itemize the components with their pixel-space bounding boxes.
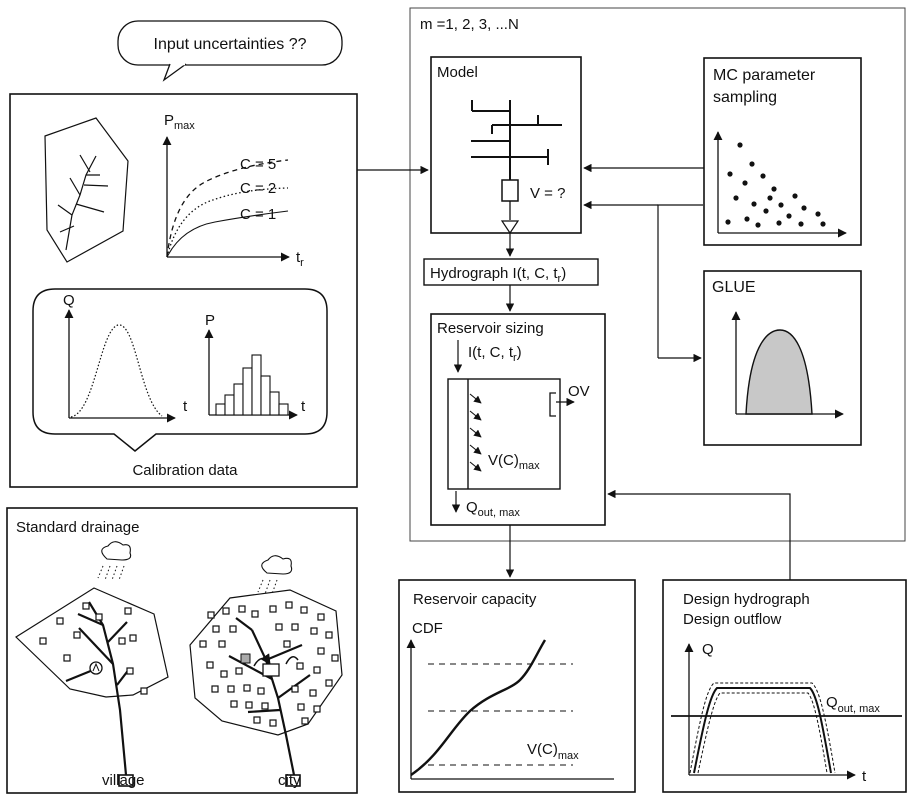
reservoir-tank bbox=[447, 378, 561, 490]
glue-distribution bbox=[745, 329, 813, 415]
callout-text: Input uncertainties ?? bbox=[154, 36, 307, 53]
village-catchment bbox=[15, 541, 169, 787]
idf-curve-c2 bbox=[166, 187, 289, 258]
calibration-balloon: Q t P t bbox=[32, 288, 328, 452]
reservoir-sizing-title: Reservoir sizing bbox=[437, 320, 544, 337]
model-title: Model bbox=[437, 64, 478, 81]
catchment-sketch bbox=[44, 117, 129, 263]
rain-cloud-icon bbox=[101, 541, 132, 561]
rain-cloud-icon-city bbox=[261, 555, 293, 575]
max-volume-label: V(C)max bbox=[488, 452, 540, 472]
spill-arrows bbox=[469, 393, 482, 472]
idf-label-c1: C = 1 bbox=[240, 206, 276, 223]
design-title-line1: Design hydrograph bbox=[683, 591, 810, 608]
design-t-axis-label: t bbox=[862, 768, 867, 785]
calibration-t2-label: t bbox=[301, 398, 306, 415]
mc-title-line2: sampling bbox=[713, 89, 777, 106]
model-outlet-triangle bbox=[500, 220, 520, 235]
calibration-p-label: P bbox=[205, 312, 215, 329]
city-catchment bbox=[189, 555, 343, 787]
idf-label-c5: C = 5 bbox=[240, 156, 276, 173]
iteration-label: m =1, 2, 3, ...N bbox=[420, 16, 519, 33]
sample-points bbox=[725, 142, 826, 228]
design-hydrograph-box: Design hydrograph Design outflow Q t Qou… bbox=[662, 579, 907, 793]
idf-chart: C = 5 C = 2 C = 1 Pmax tr bbox=[162, 112, 304, 269]
calibration-data-label: Calibration data bbox=[132, 462, 238, 479]
storage-unit-symbol bbox=[501, 179, 519, 202]
inflow-label: I(t, C, tr) bbox=[468, 344, 522, 364]
city-label: city bbox=[278, 772, 301, 789]
reservoir-sizing-box: Reservoir sizing I(t, C, tr) OV V(C)max … bbox=[430, 313, 606, 526]
standard-drainage-panel: Standard drainage vill bbox=[6, 507, 358, 794]
idf-curve-c5 bbox=[166, 159, 289, 258]
reservoir-capacity-title: Reservoir capacity bbox=[413, 591, 537, 608]
glue-box: GLUE bbox=[703, 270, 862, 446]
reservoir-capacity-box: Reservoir capacity CDF V(C)max bbox=[398, 579, 636, 793]
overflow-weir bbox=[549, 392, 556, 417]
hydrograph-box: Hydrograph I(t, C, tr) bbox=[423, 258, 599, 286]
capacity-x-label: V(C)max bbox=[527, 741, 579, 762]
idf-label-c2: C = 2 bbox=[240, 180, 276, 197]
rainfall-histogram bbox=[215, 354, 289, 416]
hydrograph-label: Hydrograph I(t, C, tr) bbox=[430, 265, 566, 285]
sewer-network bbox=[471, 100, 562, 180]
mc-title-line1: MC parameter bbox=[713, 67, 816, 84]
mc-sampling-box: MC parameter sampling bbox=[703, 57, 862, 246]
idf-y-label: Pmax bbox=[164, 112, 195, 132]
design-q-axis-label: Q bbox=[702, 641, 714, 658]
glue-title: GLUE bbox=[712, 279, 756, 296]
design-qout-label: Qout, max bbox=[826, 694, 880, 715]
cdf-curve bbox=[410, 639, 547, 776]
design-title-line2: Design outflow bbox=[683, 611, 782, 628]
input-panel: C = 5 C = 2 C = 1 Pmax tr Q t bbox=[9, 93, 358, 488]
input-uncertainties-callout: Input uncertainties ?? bbox=[117, 20, 343, 82]
max-outflow-label: Qout, max bbox=[466, 499, 520, 519]
cdf-axis-label: CDF bbox=[412, 620, 443, 637]
flow-connectors bbox=[357, 163, 791, 580]
monte-carlo-frame bbox=[409, 7, 906, 542]
overflow-label: OV bbox=[568, 383, 590, 400]
calibration-q-label: Q bbox=[63, 292, 75, 309]
calibration-hydrograph-curve bbox=[70, 324, 163, 418]
calibration-t-label: t bbox=[183, 398, 188, 415]
volume-unknown-label: V = ? bbox=[530, 185, 565, 202]
model-box: Model V = ? bbox=[430, 56, 582, 234]
village-label: village bbox=[102, 772, 145, 789]
standard-drainage-title: Standard drainage bbox=[16, 519, 139, 536]
idf-curve-c1 bbox=[166, 210, 289, 258]
idf-x-label: tr bbox=[296, 249, 304, 269]
